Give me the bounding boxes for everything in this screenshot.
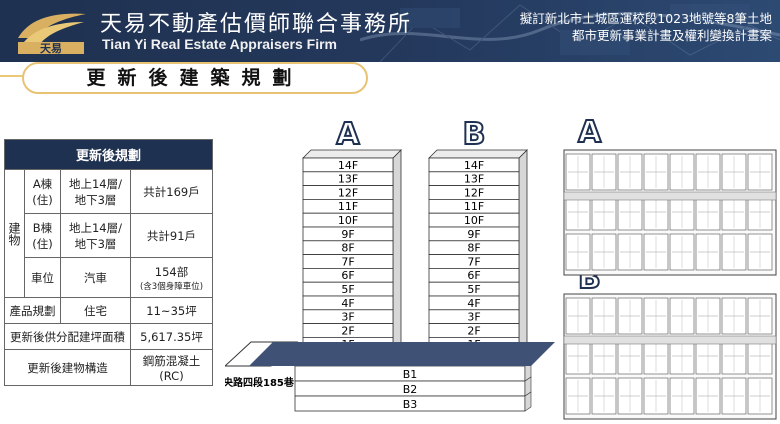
tower-a-side [392,149,402,353]
road-label: 中央路四段185巷 [225,376,295,389]
tower-a-label: A [336,117,360,152]
floor-label: 3F [341,311,354,324]
floor-label: 4F [467,297,480,310]
floor-label: 2F [341,324,354,337]
project-title: 擬訂新北市土城區運校段1023地號等8筆土地 都市更新事業計畫及權利變換計畫案 [520,10,772,44]
firm-logo: 天易 [18,13,86,55]
plan-table-header: 更新後規劃 [4,139,213,170]
tower-b-side [518,149,528,353]
floor-label: 6F [467,269,480,282]
header-banner: 天易 天易不動產估價師聯合事務所 Tian Yi Real Estate App… [0,0,780,62]
tower-a: 14F13F12F11F10F9F8F7F6F5F4F3F2F1FA [302,116,402,353]
product-label: 產品規劃 [4,297,61,324]
row-b-floors: 地上14層/ 地下3層 [60,213,131,258]
structure-value: 鋼筋混凝土 (RC) [130,349,213,386]
parking-count: 154部 [154,264,189,279]
floor-label: 11F [338,200,358,213]
page-title: 更新後建築規劃 [22,62,368,94]
area-value: 5,617.35坪 [130,323,213,350]
header-map-background [360,4,780,62]
product-type: 住宅 [60,297,131,324]
floor-label: 12F [464,186,484,199]
floor-plan-b [563,293,777,420]
floor-label: 10F [338,214,358,227]
floor-label: 13F [464,173,484,186]
tower-b-label: B [463,117,486,152]
floor-plan-a [563,149,777,276]
parking-type: 汽車 [60,257,131,298]
logo-text: 天易 [40,42,62,55]
floor-label: 11F [464,200,484,213]
basement-label: B3 [403,398,418,411]
project-title-line1: 擬訂新北市土城區運校段1023地號等8筆土地 [519,11,772,26]
row-a-units: 共計169戶 [130,169,213,214]
floor-label: 5F [467,283,480,296]
building-group-label: 建物 [4,169,25,298]
floor-label: 7F [467,255,480,268]
floor-label: 10F [464,214,484,227]
parking-count-cell: 154部 (含3個身障車位) [130,257,213,298]
floor-label: 8F [341,242,354,255]
parking-note: (含3個身障車位) [139,281,204,292]
structure-label: 更新後建物構造 [4,349,131,386]
plan-table: 更新後規劃 建物 A棟 (住) 地上14層/ 地下3層 共計169戶 B棟 (住… [4,139,213,386]
podium-slab [249,342,555,366]
plan-corridor [563,191,777,201]
row-b-name: B棟 (住) [24,213,61,258]
floor-label: 5F [341,283,354,296]
floor-label: 14F [338,159,358,172]
floor-label: 9F [467,228,480,241]
floor-label: 2F [467,324,480,337]
plan-corridor [563,335,777,345]
project-title-line2: 都市更新事業計畫及權利變換計畫案 [571,28,772,43]
floor-label: 8F [467,242,480,255]
parking-label: 車位 [24,257,61,298]
row-a-floors: 地上14層/ 地下3層 [60,169,131,214]
floor-label: 13F [338,173,358,186]
floor-label: 4F [341,297,354,310]
firm-name-cn: 天易不動產估價師聯合事務所 [100,12,413,37]
product-range: 11~35坪 [130,297,213,324]
plan-a-label: A [578,115,602,150]
basement-label: B1 [403,368,418,381]
floor-label: 12F [338,186,358,199]
floor-label: 14F [464,159,484,172]
firm-name-en: Tian Yi Real Estate Appraisers Firm [102,36,337,52]
area-label: 更新後供分配建坪面積 [4,323,131,350]
basement-label: B2 [403,383,418,396]
row-a-name: A棟 (住) [24,169,61,214]
floor-label: 9F [341,228,354,241]
floor-label: 6F [341,269,354,282]
tower-b: 14F13F12F11F10F9F8F7F6F5F4F3F2F1FB [428,116,528,353]
floor-label: 3F [467,311,480,324]
floor-label: 7F [341,255,354,268]
row-b-units: 共計91戶 [130,213,213,258]
floor-plans: A B [563,114,777,420]
